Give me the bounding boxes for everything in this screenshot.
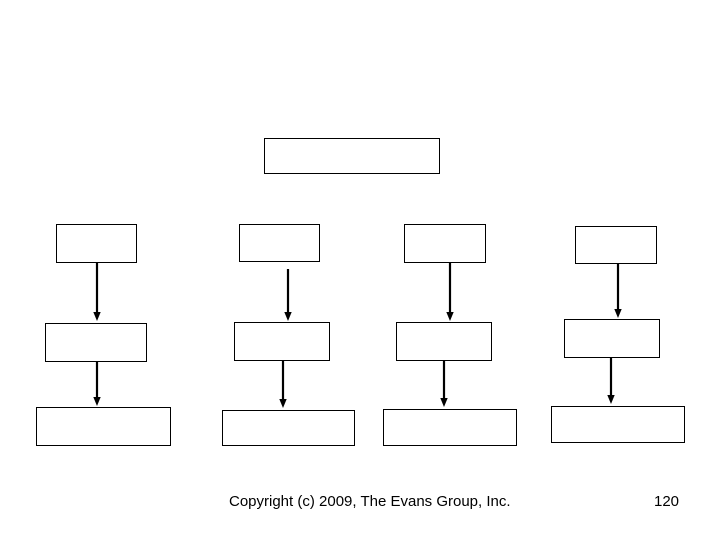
connector-col4-row2-to-row3 [611, 264, 625, 321]
flowchart-box-col3-row2[interactable] [404, 224, 486, 263]
connector-col2-row3-to-row4 [276, 361, 290, 411]
connector-col1-row2-to-row3 [90, 262, 104, 324]
flowchart-box-col2-row3[interactable] [234, 322, 330, 361]
connector-col4-row3-to-row4 [604, 357, 618, 407]
flowchart-box-col4-row2[interactable] [575, 226, 657, 264]
flowchart-box-col2-row4[interactable] [222, 410, 355, 446]
connector-col3-row2-to-row3 [443, 263, 457, 324]
flowchart-box-col2-row2[interactable] [239, 224, 320, 262]
flowchart-box-col4-row3[interactable] [564, 319, 660, 358]
flowchart-box-col1-row2[interactable] [56, 224, 137, 263]
flowchart-box-col4-row4[interactable] [551, 406, 685, 443]
connector-col2-row2-to-row3 [281, 269, 295, 324]
copyright-notice: Copyright (c) 2009, The Evans Group, Inc… [229, 493, 511, 510]
flowchart-box-top[interactable] [264, 138, 440, 174]
flowchart-box-col1-row4[interactable] [36, 407, 171, 446]
flowchart-box-col1-row3[interactable] [45, 323, 147, 362]
connector-col3-row3-to-row4 [437, 361, 451, 410]
flowchart-box-col3-row4[interactable] [383, 409, 517, 446]
flowchart-box-col3-row3[interactable] [396, 322, 492, 361]
page-number: 120 [654, 493, 680, 510]
connector-col1-row3-to-row4 [90, 361, 104, 409]
